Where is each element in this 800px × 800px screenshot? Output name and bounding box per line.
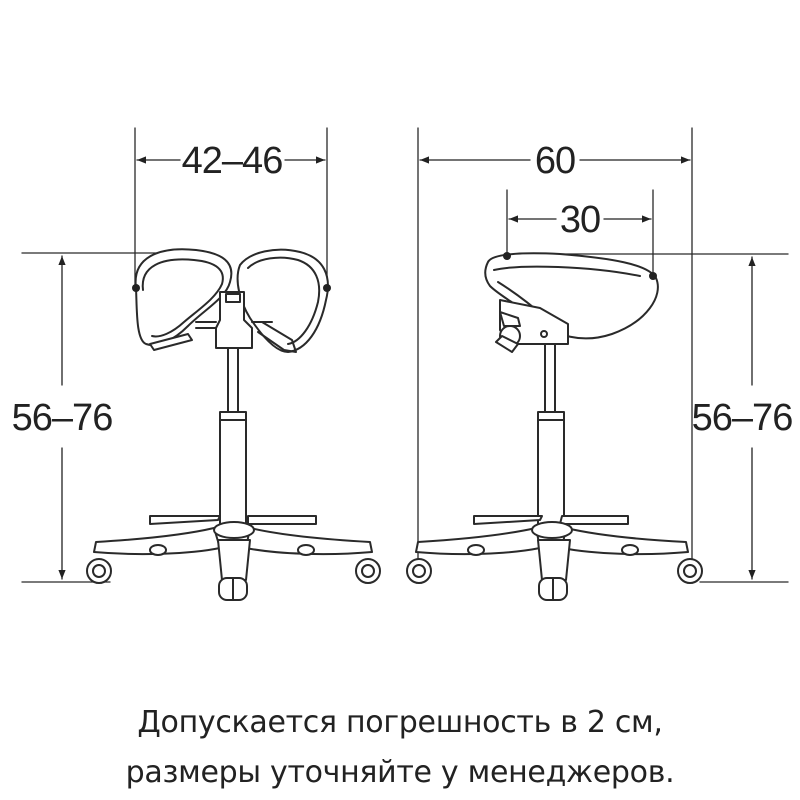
manager-note: размеры уточняйте у менеджеров. — [125, 755, 675, 790]
front-width-label: 42–46 — [182, 140, 283, 182]
side-height-label: 56–76 — [692, 397, 793, 439]
tolerance-note: Допускается погрешность в 2 см, — [137, 705, 663, 740]
side-seat-label: 30 — [560, 199, 600, 241]
front-height-label: 56–76 — [12, 397, 113, 439]
side-depth-label: 60 — [535, 140, 575, 182]
side-view — [406, 127, 789, 601]
front-view — [21, 127, 381, 601]
